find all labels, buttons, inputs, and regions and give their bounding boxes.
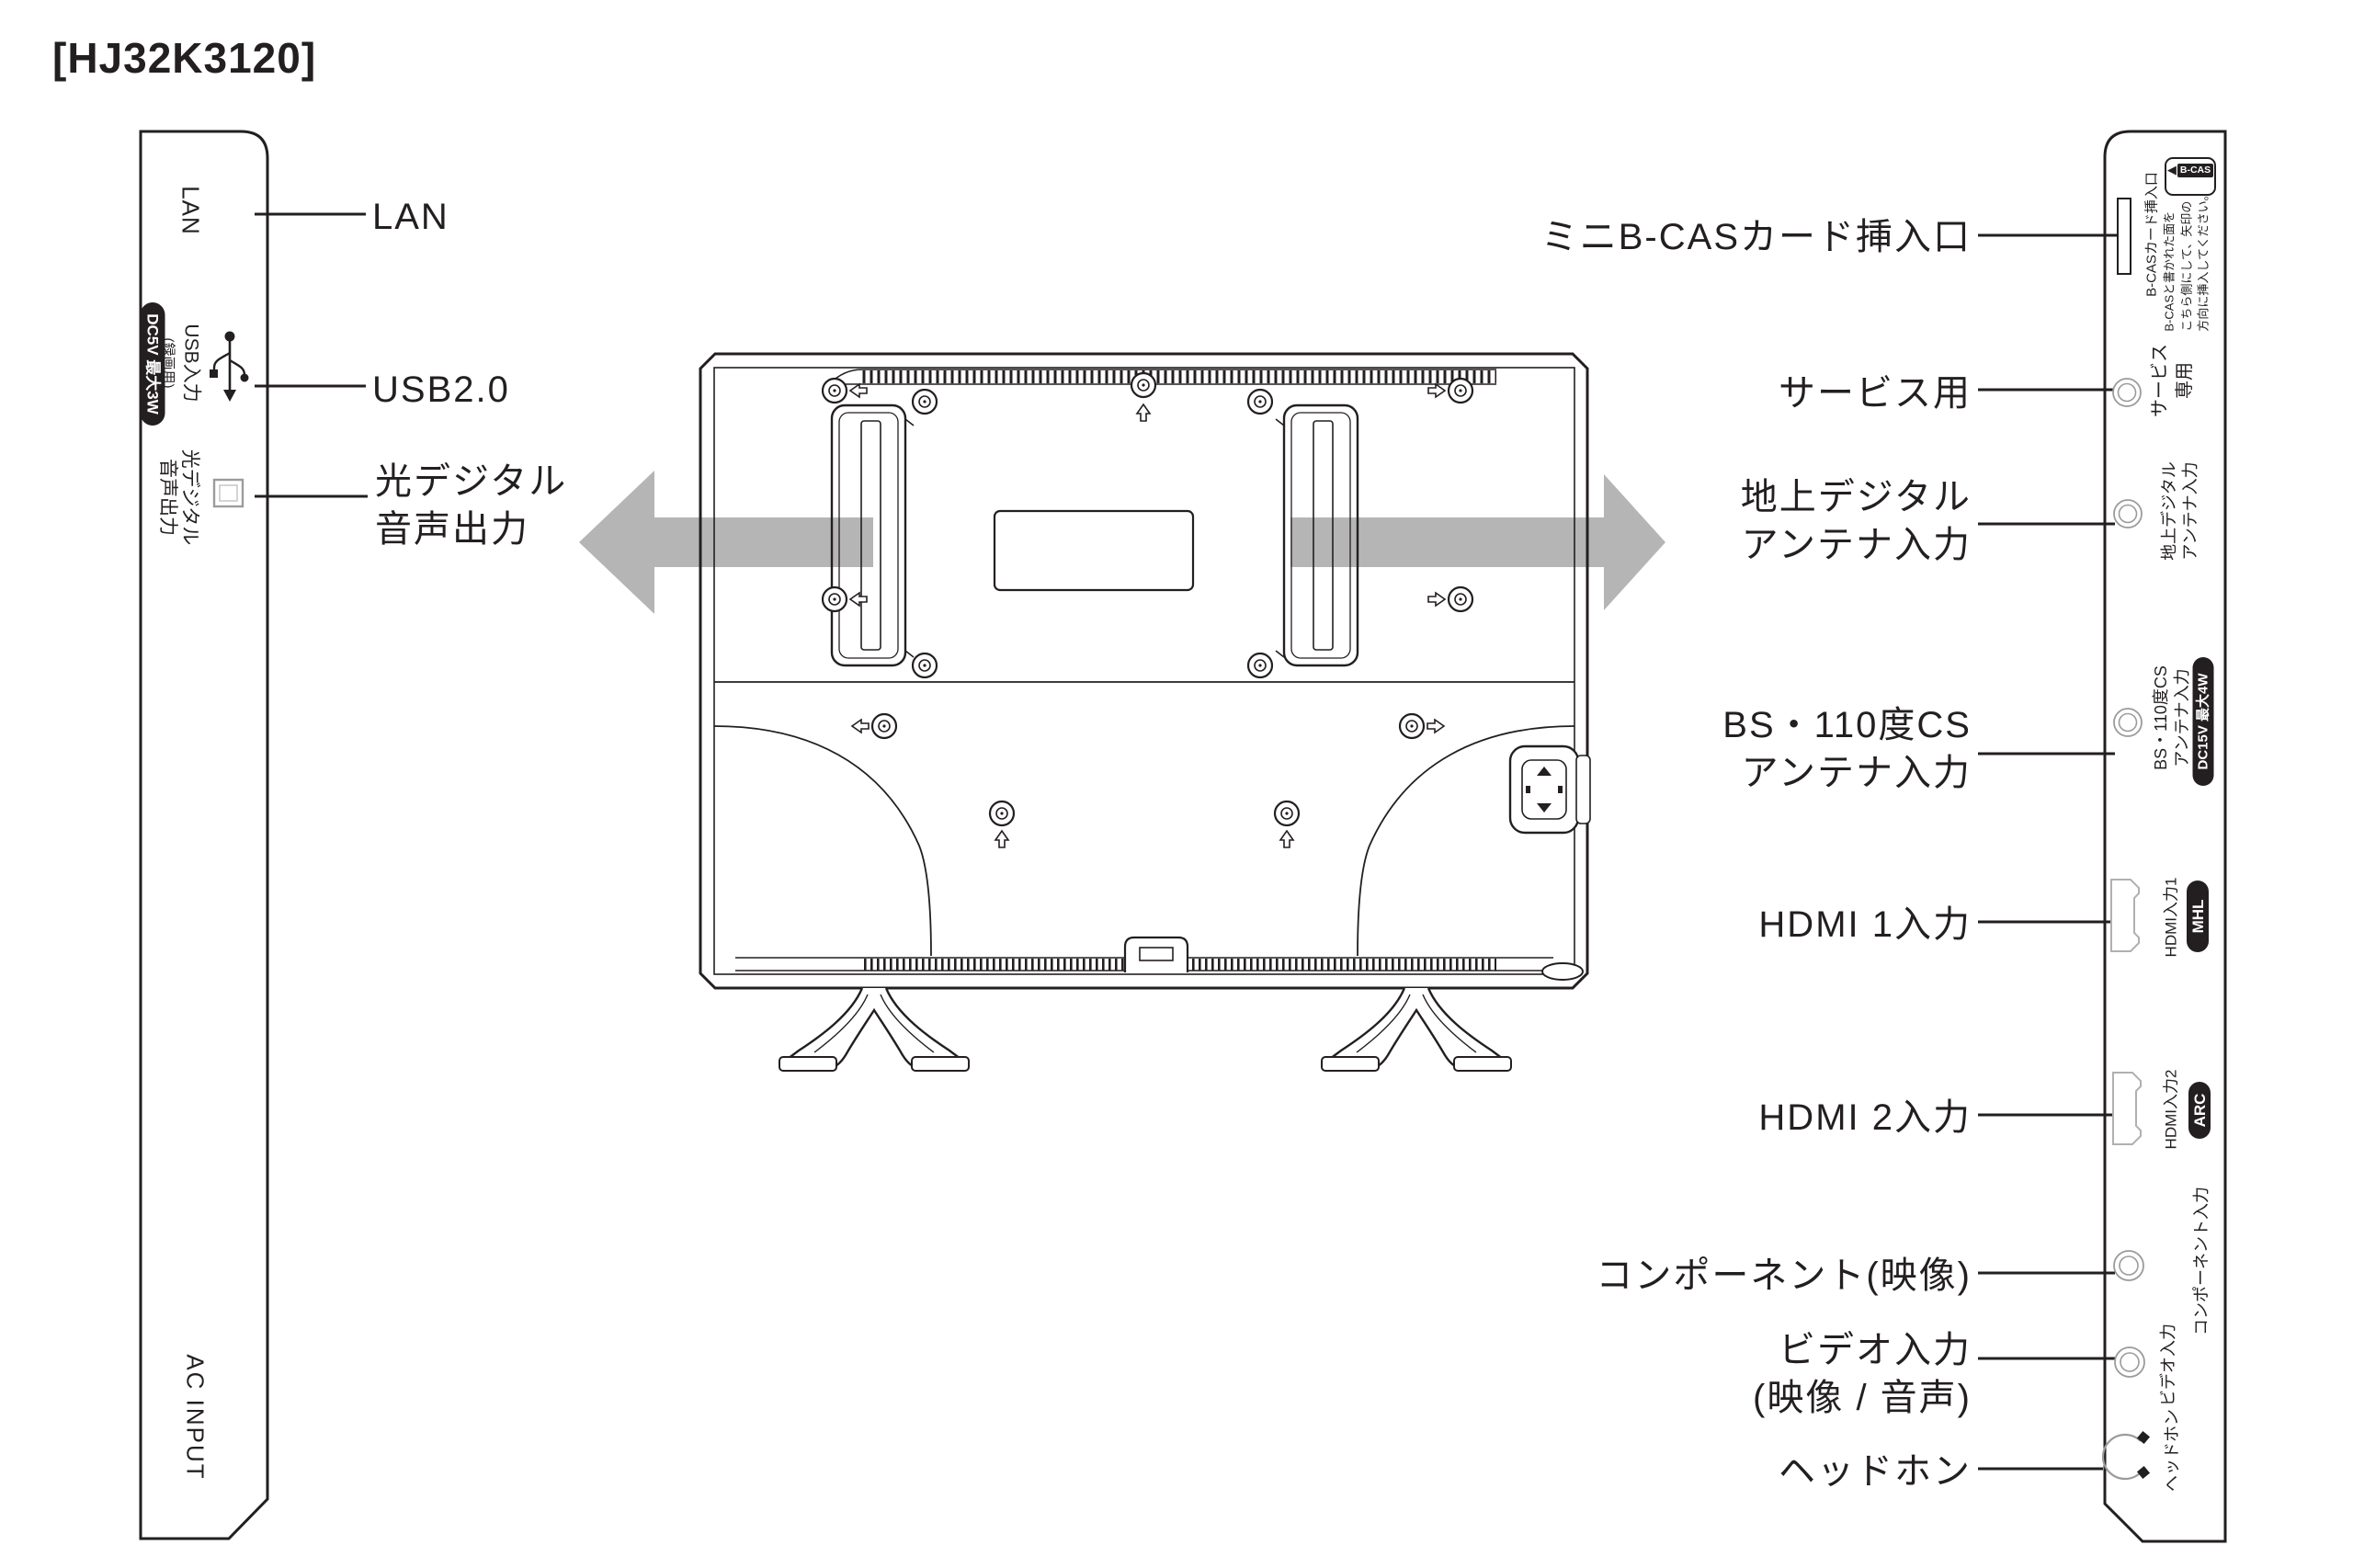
headphone-icon (2101, 1430, 2151, 1481)
service-jack-icon (2112, 378, 2142, 407)
callout-headphone: ヘッドホン (1779, 1451, 1972, 1492)
round-jacks (2112, 378, 2145, 1378)
left-strip-optical-label: 光デジタル 音声出力 (157, 449, 200, 546)
usb-trident-icon (210, 331, 249, 402)
left-strip-ac-input-label: AC INPUT (181, 1354, 210, 1481)
callout-bs: BS・110度CS アンテナ入力 (1722, 705, 1972, 793)
tv-label-plate (993, 509, 1195, 592)
page-title: [HJ32K3120] (52, 34, 317, 82)
tv-bottom-oval (1541, 962, 1584, 981)
right-strip-bs-power-badge: DC15V 最大4W (2192, 657, 2214, 786)
video-jack-icon (2114, 1346, 2145, 1378)
terrestrial-jack-icon (2113, 499, 2143, 528)
callout-usb20: USB2.0 (372, 369, 510, 410)
right-strip-service-label: サービス 専用 (2150, 344, 2195, 417)
tv-rear-illustration (579, 352, 1665, 1073)
right-strip-bs-label: BS・110度CS アンテナ入力 (2152, 665, 2191, 770)
callout-terrestrial: 地上デジタル アンテナ入力 (1740, 477, 1972, 565)
bcas-insert-badge: ◀ B-CAS (2165, 157, 2216, 196)
tv-left-slot-panel (830, 403, 915, 667)
callout-lines-left (255, 212, 368, 498)
callout-lines-right (1978, 233, 2118, 1471)
callout-service: サービス用 (1779, 373, 1972, 414)
left-strip-usb-note: (録画用) (160, 337, 176, 389)
callout-hdmi2: HDMI 2入力 (1758, 1097, 1972, 1138)
joystick-control (1508, 744, 1591, 835)
hdmi2-port-icon (2112, 1072, 2142, 1145)
right-strip-component-label: コンポーネント入力 (2192, 1187, 2211, 1335)
right-strip-bcas-slot-label: B-CASカード挿入口 (2143, 172, 2160, 297)
callout-bcas: ミニB-CASカード挿入口 (1540, 217, 1972, 257)
insert-direction-arrow-icon: ◀ (2166, 163, 2177, 176)
right-strip-headphone-label: ヘッドホン (2163, 1409, 2181, 1492)
optical-out-port-icon (212, 478, 244, 508)
bcas-card-slot (2117, 198, 2131, 275)
arrow-left-icon (579, 471, 873, 614)
callout-video: ビデオ入力 (映像 / 音声) (1753, 1330, 1972, 1418)
left-strip-usb-label: USB入力 (180, 324, 202, 403)
right-strip-mhl-badge: MHL (2187, 881, 2209, 952)
arrow-right-icon (1290, 474, 1665, 610)
callout-component: コンポーネント(映像) (1596, 1256, 1972, 1296)
tv-stand-right (1320, 986, 1513, 1073)
right-strip-bcas-note: B-CASと書かれた面を こちら側にして、矢印の 方向に挿入してください。 (2162, 188, 2211, 332)
right-strip-hdmi2-label: HDMI入力2 (2162, 1069, 2180, 1150)
hdmi1-port-icon (2110, 879, 2140, 952)
right-strip-terrestrial-label: 地上デジタル アンテナ入力 (2160, 461, 2200, 561)
right-strip-hdmi1-label: HDMI入力1 (2162, 877, 2180, 958)
tv-stand-left (778, 986, 971, 1073)
right-strip-arc-badge: ARC (2188, 1082, 2211, 1139)
callout-optical: 光デジタル 音声出力 (375, 461, 568, 550)
callout-lan: LAN (372, 197, 449, 237)
left-strip-lan-label: LAN (176, 186, 205, 235)
bs-jack-icon (2113, 708, 2143, 737)
component-jack-icon (2113, 1250, 2144, 1281)
right-strip-outline (2103, 130, 2227, 1543)
callout-hdmi1: HDMI 1入力 (1758, 904, 1972, 945)
tv-right-slot-panel (1275, 403, 1359, 667)
right-strip-video-label: ビデオ入力 (2159, 1324, 2177, 1406)
